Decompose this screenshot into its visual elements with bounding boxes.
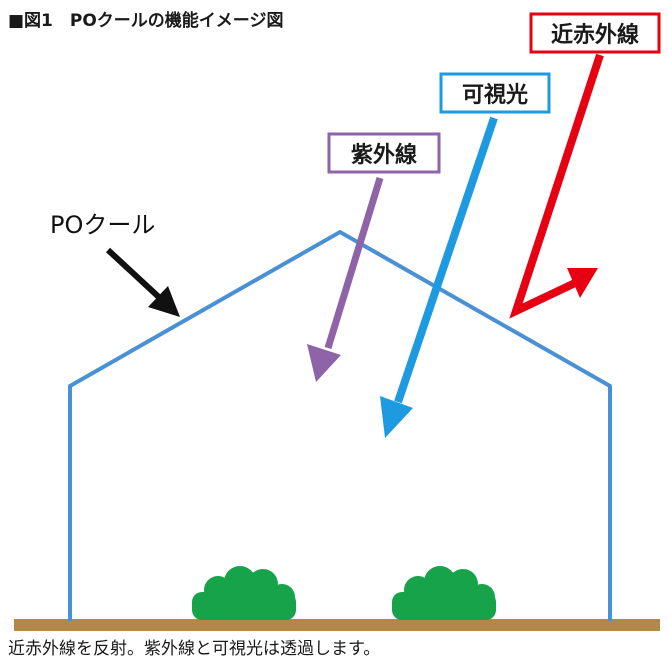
- greenhouse-outline: [68, 229, 612, 621]
- ground: [14, 619, 660, 631]
- near-infrared-label-box: 近赤外線: [529, 12, 661, 54]
- plant-right: [392, 566, 496, 620]
- po-cool-pointer-arrow: [105, 247, 180, 317]
- figure-caption: 近赤外線を反射。紫外線と可視光は透過します。: [8, 639, 381, 659]
- plant-left: [192, 566, 296, 620]
- near-infrared-arrow: [509, 53, 604, 319]
- ultraviolet-label-box: 紫外線: [327, 132, 441, 174]
- ultraviolet-label: 紫外線: [351, 142, 417, 168]
- visible-light-arrow: [380, 116, 498, 438]
- figure-title: ■図1 POクールの機能イメージ図: [8, 11, 284, 31]
- visible-light-label: 可視光: [462, 83, 528, 108]
- po-cool-label: POクール: [50, 211, 155, 239]
- near-infrared-label: 近赤外線: [551, 22, 639, 48]
- ultraviolet-arrow: [307, 176, 384, 382]
- visible-light-label-box: 可視光: [439, 72, 551, 114]
